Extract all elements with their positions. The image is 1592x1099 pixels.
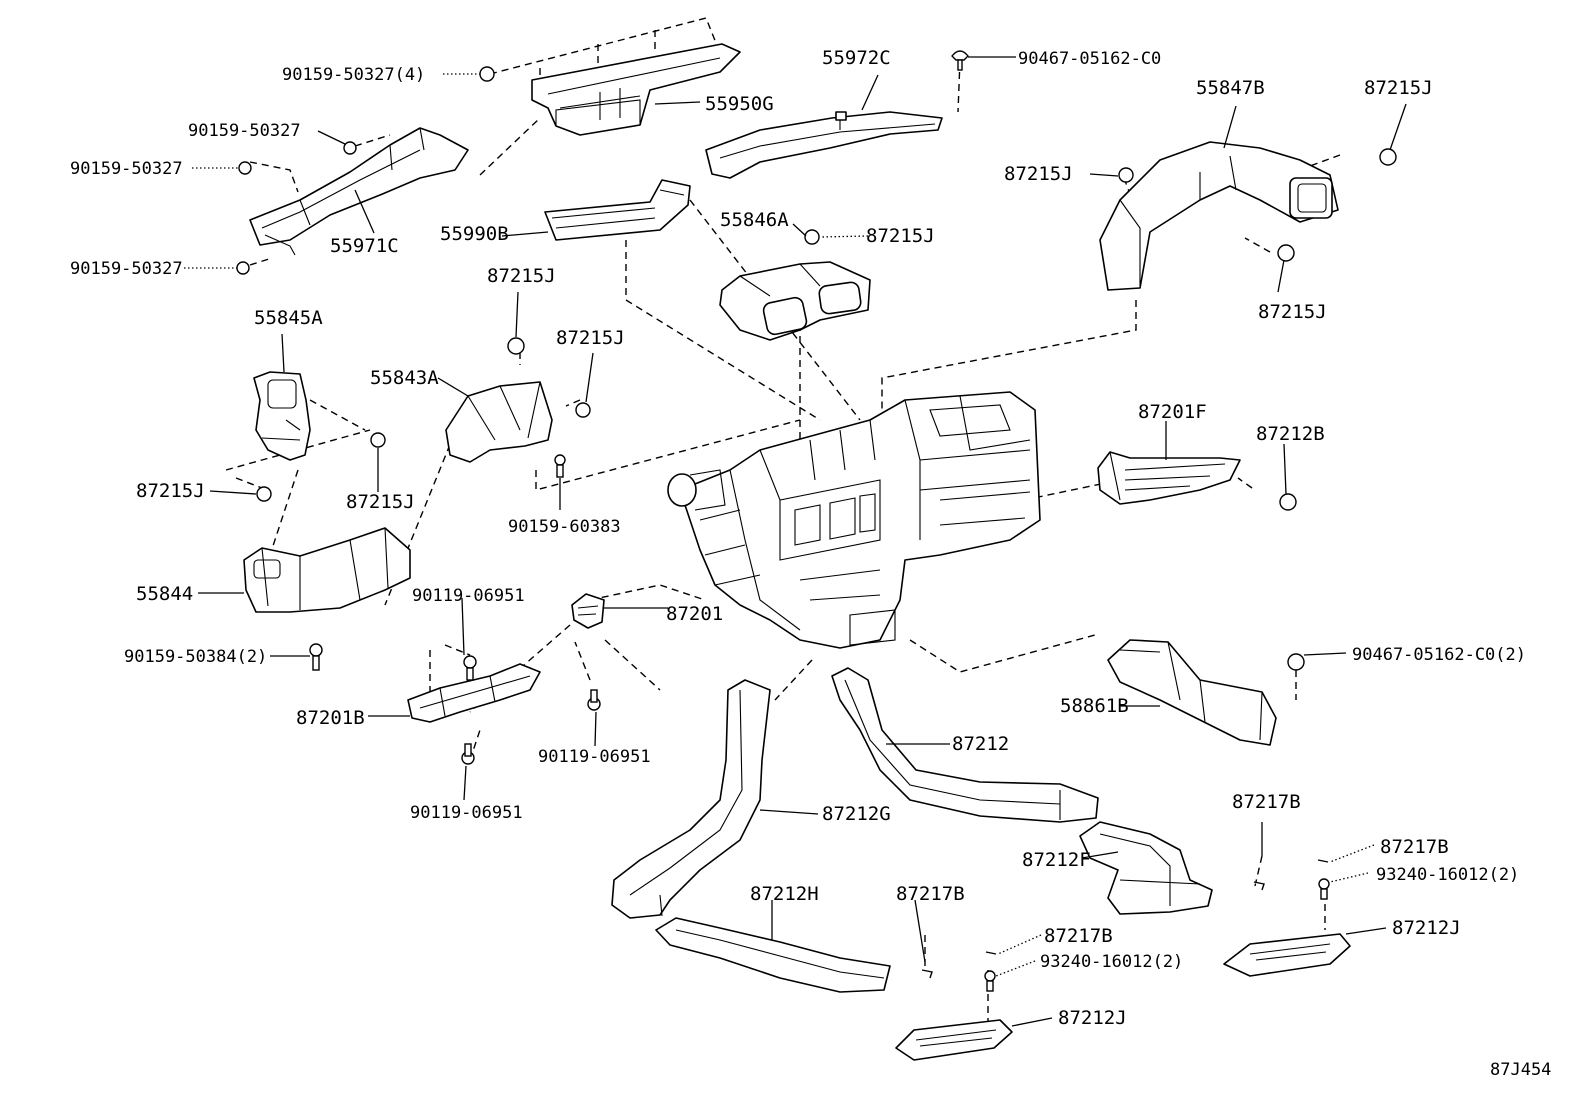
label-90119-06951-lower: 90119-06951	[410, 803, 523, 823]
label-87212J-bottom: 87212J	[1058, 1007, 1127, 1029]
label-87215J-top-right: 87215J	[1364, 77, 1433, 99]
part-labels: 90159-50327(4) 55950G 55972C 90467-05162…	[70, 47, 1551, 1080]
label-87201B: 87201B	[296, 707, 365, 729]
label-90159-50327-lower: 90159-50327	[70, 259, 183, 279]
leader-lines	[184, 56, 1407, 1027]
part-58861B	[1107, 639, 1277, 746]
label-87217B-right-lower: 87217B	[1380, 836, 1449, 858]
part-55843A	[445, 381, 553, 463]
part-55847B	[1099, 141, 1339, 291]
label-87212J-right: 87212J	[1392, 917, 1461, 939]
part-87201	[571, 593, 605, 629]
label-55845A: 55845A	[254, 307, 323, 329]
label-93240-16012-2-right: 93240-16012(2)	[1376, 865, 1519, 885]
part-87212F	[1079, 821, 1213, 915]
label-55990B: 55990B	[440, 223, 509, 245]
part-55972C	[705, 111, 943, 179]
label-87215J-55847B-bottom: 87215J	[1258, 301, 1327, 323]
fasteners	[236, 50, 1397, 992]
label-87217B-bottom-upper: 87217B	[896, 883, 965, 905]
label-55950G: 55950G	[705, 93, 774, 115]
label-87212: 87212	[952, 733, 1009, 755]
label-87215J-55847B-left: 87215J	[1004, 163, 1073, 185]
part-87212J-right	[1223, 933, 1351, 977]
connector-lines	[225, 17, 1341, 1022]
label-55846A: 55846A	[720, 209, 789, 231]
label-87215J-55843A-right: 87215J	[556, 327, 625, 349]
part-87212H	[655, 917, 891, 993]
label-87201F: 87201F	[1138, 401, 1207, 423]
label-55843A: 55843A	[370, 367, 439, 389]
part-55971C	[249, 127, 469, 256]
part-87212	[831, 667, 1099, 823]
label-87217B-bottom-lower: 87217B	[1044, 925, 1113, 947]
part-87212J-bottom	[895, 1019, 1013, 1061]
label-90159-50327-upper: 90159-50327	[188, 121, 301, 141]
label-90119-06951-middle: 90119-06951	[538, 747, 651, 767]
label-87215J-55845A-right: 87215J	[346, 491, 415, 513]
label-90159-50327-4: 90159-50327(4)	[282, 65, 425, 85]
hvac-unit-assembly	[667, 391, 1041, 649]
label-87215J-55843A-top: 87215J	[487, 265, 556, 287]
part-55990B	[544, 179, 691, 241]
label-87212B: 87212B	[1256, 423, 1325, 445]
label-90467-05162-C0: 90467-05162-C0	[1018, 49, 1161, 69]
part-55844	[243, 527, 411, 613]
label-93240-16012-2-bottom: 93240-16012(2)	[1040, 952, 1183, 972]
label-87217B-right-upper: 87217B	[1232, 791, 1301, 813]
label-87212G: 87212G	[822, 803, 891, 825]
label-90467-05162-C0-2: 90467-05162-C0(2)	[1352, 645, 1526, 665]
label-90159-50384-2: 90159-50384(2)	[124, 647, 267, 667]
diagram-code: 87J454	[1490, 1060, 1551, 1080]
label-90159-60383: 90159-60383	[508, 517, 621, 537]
part-55845A	[253, 371, 311, 461]
label-55844: 55844	[136, 583, 193, 605]
label-55972C: 55972C	[822, 47, 891, 69]
part-87212G	[611, 679, 771, 919]
label-58861B: 58861B	[1060, 695, 1129, 717]
label-90159-50327-middle: 90159-50327	[70, 159, 183, 179]
label-87215J-55845A-left: 87215J	[136, 480, 205, 502]
label-55847B: 55847B	[1196, 77, 1265, 99]
label-87212H: 87212H	[750, 883, 819, 905]
part-55950G	[531, 43, 741, 136]
label-55971C: 55971C	[330, 235, 399, 257]
label-87201: 87201	[666, 603, 723, 625]
label-87215J-55846A: 87215J	[866, 225, 935, 247]
part-55846A	[719, 261, 871, 341]
part-87201B	[407, 663, 541, 723]
part-87201F	[1097, 451, 1241, 505]
label-90119-06951-upper: 90119-06951	[412, 586, 525, 606]
label-87212F: 87212F	[1022, 849, 1091, 871]
